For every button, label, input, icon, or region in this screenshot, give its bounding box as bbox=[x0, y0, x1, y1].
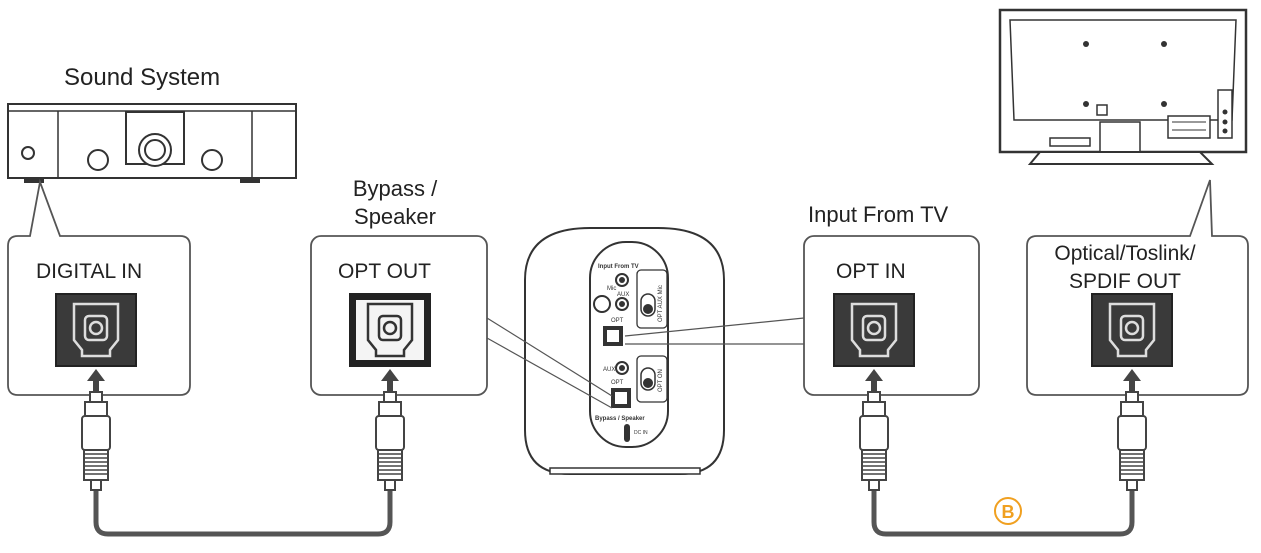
optical-out-label: Optical/Toslink/ SPDIF OUT bbox=[1040, 240, 1210, 296]
svg-text:Input From TV: Input From TV bbox=[598, 264, 639, 270]
optical-out-port-icon bbox=[1091, 293, 1173, 367]
opt-in-label: OPT IN bbox=[836, 260, 906, 283]
sound-system-device bbox=[7, 103, 297, 183]
svg-text:DC IN: DC IN bbox=[634, 430, 648, 436]
tv-device bbox=[998, 8, 1248, 165]
bypass-speaker-label-line1: Bypass / bbox=[352, 176, 438, 201]
input-from-tv-label: Input From TV bbox=[808, 202, 949, 227]
digital-in-port-icon bbox=[55, 293, 137, 367]
svg-text:Mic: Mic bbox=[607, 286, 616, 292]
bypass-speaker-label-line2: Speaker bbox=[354, 204, 436, 229]
cable-right bbox=[859, 391, 1147, 537]
svg-text:OPT AUX Mic: OPT AUX Mic bbox=[658, 285, 664, 322]
svg-text:OPT: OPT bbox=[611, 318, 624, 324]
optical-out-callout bbox=[1026, 179, 1249, 396]
leader-lines bbox=[486, 317, 805, 409]
svg-text:AUX: AUX bbox=[603, 367, 615, 373]
svg-text:OPT: OPT bbox=[611, 380, 624, 386]
svg-text:B: B bbox=[1002, 502, 1015, 522]
sound-system-label: Sound System bbox=[64, 64, 221, 91]
svg-text:OPT ON: OPT ON bbox=[658, 369, 664, 392]
digital-in-label: DIGITAL IN bbox=[36, 260, 143, 283]
speaker-device bbox=[524, 227, 725, 475]
opt-out-port-icon bbox=[349, 293, 431, 367]
optical-out-label-line2: SPDIF OUT bbox=[1068, 270, 1181, 293]
speaker-panel-labels: Input From TV Mic AUX OPT AUX OPT Bypass… bbox=[595, 264, 664, 436]
cable-left bbox=[81, 391, 405, 537]
svg-text:AUX: AUX bbox=[617, 292, 629, 298]
bypass-speaker-label: Bypass / Speaker bbox=[330, 175, 460, 231]
opt-out-label: OPT OUT bbox=[338, 260, 431, 283]
digital-in-callout bbox=[7, 178, 191, 396]
cable-b-badge: B bbox=[994, 497, 1022, 525]
svg-text:Bypass / Speaker: Bypass / Speaker bbox=[595, 416, 645, 422]
optical-out-label-line1: Optical/Toslink/ bbox=[1054, 242, 1196, 265]
opt-in-port-icon bbox=[833, 293, 915, 367]
